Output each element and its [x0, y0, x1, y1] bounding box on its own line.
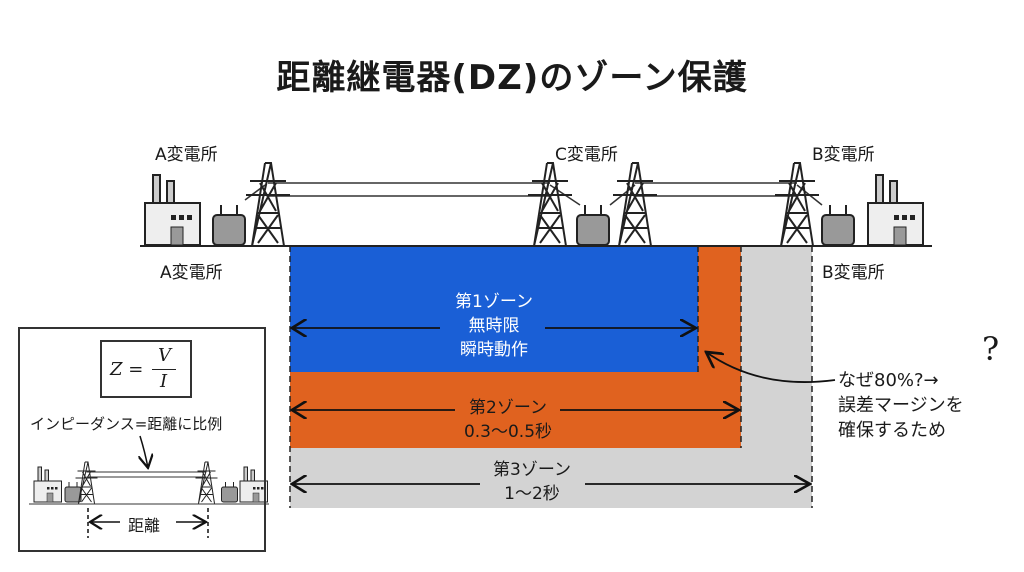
zone3-label: 第3ゾーン 1〜2秒 [493, 460, 571, 504]
tower-icon [527, 162, 573, 247]
tower-icon [774, 162, 820, 247]
distance-label: 距離 [128, 516, 161, 535]
factory-icon [144, 174, 201, 246]
inset-arrow [140, 435, 148, 468]
zone2-label: 第2ゾーン 0.3〜0.5秒 [463, 398, 553, 442]
impedance-inset [18, 327, 266, 552]
tower-icon [245, 162, 291, 247]
transformer-icon [212, 204, 246, 246]
zone1-label: 第1ゾーン 無時限 瞬時動作 [455, 292, 533, 360]
question-mark: ? [982, 330, 1000, 368]
page-title: 距離継電器(DZ)のゾーン保護 [276, 58, 748, 98]
substation-b-bottom-label: B変電所 [822, 263, 885, 283]
substation-a-bottom-label: A変電所 [160, 263, 223, 283]
inset-line-graphic [29, 461, 269, 505]
note-arrow [706, 352, 836, 383]
transformer-icon [576, 204, 610, 246]
substation-a-label: A変電所 [155, 145, 218, 165]
zone1-area [290, 246, 698, 372]
zone-boundaries [289, 246, 813, 508]
impedance-caption: インピーダンス=距離に比例 [30, 415, 223, 433]
factory-icon [867, 174, 924, 246]
transformer-icon [821, 204, 855, 246]
substation-c-label: C変電所 [555, 145, 618, 165]
substation-b-label: B変電所 [812, 145, 875, 165]
note-text: なぜ80%?→ 誤差マージンを 確保するため [838, 370, 964, 441]
formula-box: Z = V I [100, 340, 192, 398]
tower-icon [612, 162, 658, 247]
